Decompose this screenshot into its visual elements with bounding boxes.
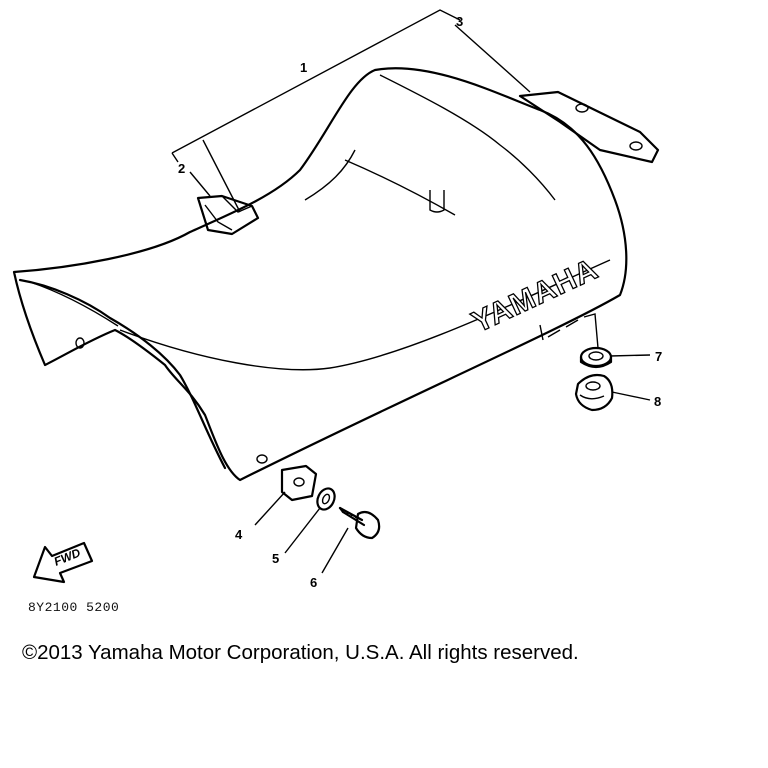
callout-2: 2 <box>178 161 185 176</box>
callout-5: 5 <box>272 551 279 566</box>
callout-4: 4 <box>235 527 243 542</box>
seat-brand-text: YAMAHA <box>467 252 603 339</box>
callout-6: 6 <box>310 575 317 590</box>
washer-part-7 <box>579 346 613 369</box>
seat-parts-diagram: YAMAHA <box>12 9 662 590</box>
drawing-code: 8Y2100 5200 <box>28 600 120 615</box>
seat-assembly <box>12 67 628 482</box>
callout-1: 1 <box>300 60 307 75</box>
washer-part-5 <box>316 487 336 511</box>
copyright-notice: ©2013 Yamaha Motor Corporation, U.S.A. A… <box>22 641 579 664</box>
cap-nut-part-8 <box>574 373 614 412</box>
seat-clip-part <box>196 194 260 236</box>
forward-direction-arrow-icon: FWD <box>32 541 94 584</box>
rear-bracket-part <box>518 90 660 164</box>
callout-8: 8 <box>654 394 661 409</box>
plate-nut-part-4 <box>280 464 318 502</box>
callout-7: 7 <box>655 349 662 364</box>
callout-3: 3 <box>456 14 463 29</box>
leader-lines <box>171 9 651 574</box>
bolt-part-6 <box>338 506 381 540</box>
